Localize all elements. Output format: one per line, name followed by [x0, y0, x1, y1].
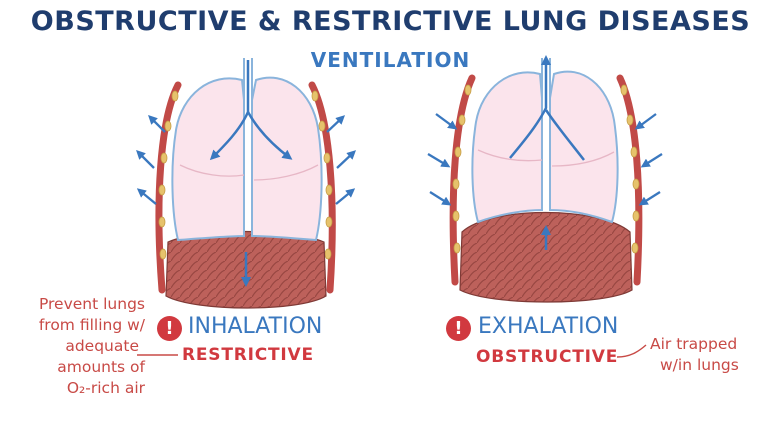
exhalation-diagram — [428, 58, 662, 302]
obstructive-note: Air trapped w/in lungs — [650, 334, 770, 376]
restrictive-note: Prevent lungs from filling w/ adequate a… — [10, 294, 145, 399]
note-line: O₂-rich air — [10, 378, 145, 399]
right-lung — [252, 78, 322, 240]
obstructive-label: OBSTRUCTIVE — [476, 347, 618, 367]
left-lung — [472, 72, 542, 222]
diaphragm — [460, 213, 632, 303]
note-line: amounts of — [10, 357, 145, 378]
left-lung — [172, 78, 244, 240]
inhalation-label: INHALATION — [188, 314, 322, 339]
note-line: from filling w/ — [10, 315, 145, 336]
inhalation-diagram — [138, 58, 354, 308]
note-line: Air trapped — [650, 334, 770, 355]
chest-compression-arrows — [428, 114, 662, 204]
note-line: w/in lungs — [650, 355, 770, 376]
obstructive-connector-line — [617, 345, 646, 357]
exhalation-label: EXHALATION — [478, 314, 618, 339]
note-line: Prevent lungs — [10, 294, 145, 315]
alert-icon-inhalation: ! — [157, 316, 182, 341]
note-line: adequate — [10, 336, 139, 357]
restrictive-label: RESTRICTIVE — [182, 345, 314, 365]
alert-icon-exhalation: ! — [446, 316, 471, 341]
right-lung — [550, 72, 618, 222]
